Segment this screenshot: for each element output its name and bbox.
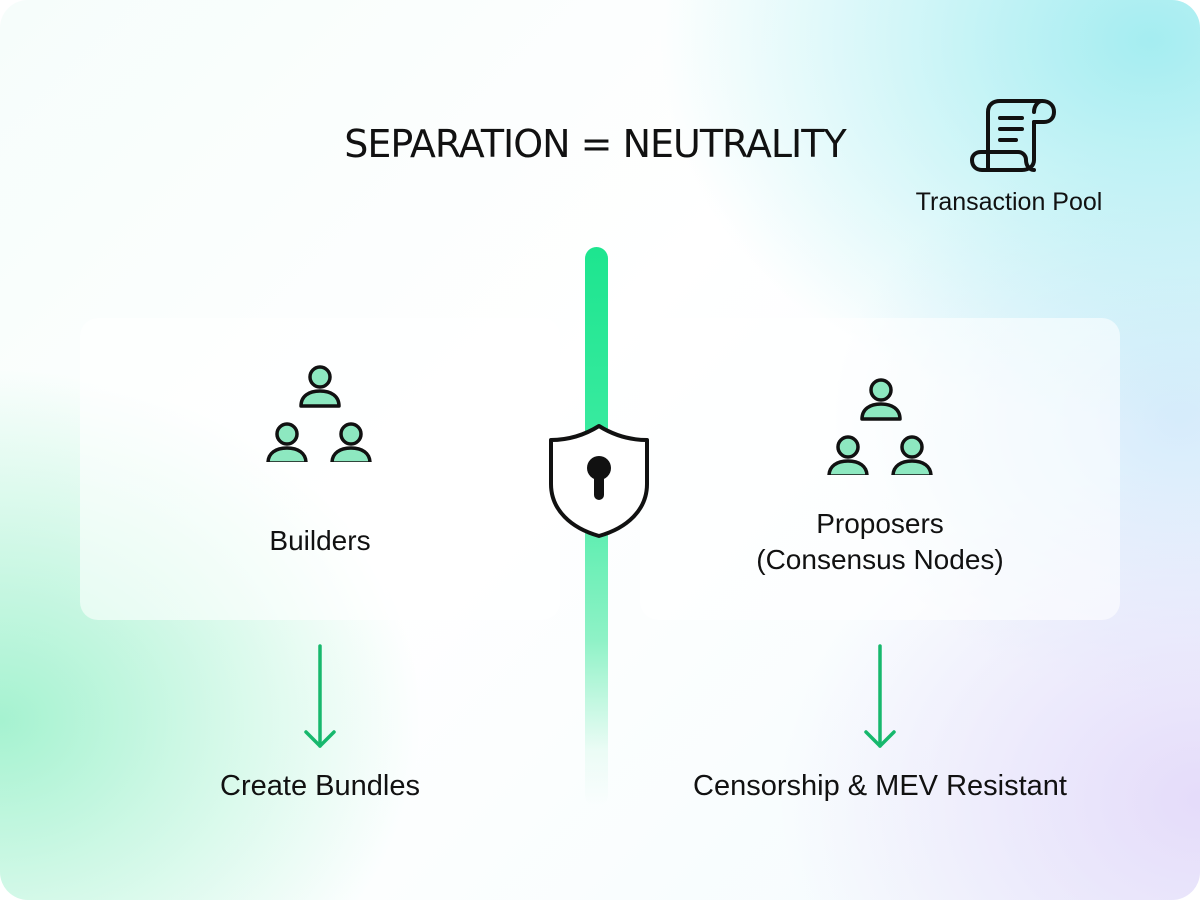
proposers-outcome: Censorship & MEV Resistant xyxy=(693,770,1067,802)
builders-people-icon xyxy=(266,365,372,462)
builders-outcome: Create Bundles xyxy=(220,770,420,802)
proposers-label-line1: Proposers xyxy=(816,508,944,539)
builders-panel: Builders xyxy=(80,318,560,620)
diagram-title: SEPARATION = NEUTRALITY xyxy=(344,122,846,166)
proposers-down-arrow-icon xyxy=(864,644,896,748)
proposers-label: Proposers (Consensus Nodes) xyxy=(640,506,1120,578)
builders-down-arrow-icon xyxy=(304,644,336,748)
builders-label: Builders xyxy=(269,525,371,556)
scroll-icon xyxy=(970,99,1056,172)
transaction-pool-label: Transaction Pool xyxy=(915,188,1103,216)
proposers-label-line2: (Consensus Nodes) xyxy=(756,544,1004,575)
shield-lock-icon xyxy=(549,424,649,538)
proposers-people-icon xyxy=(827,378,933,475)
proposers-panel: Proposers (Consensus Nodes) xyxy=(640,318,1120,620)
